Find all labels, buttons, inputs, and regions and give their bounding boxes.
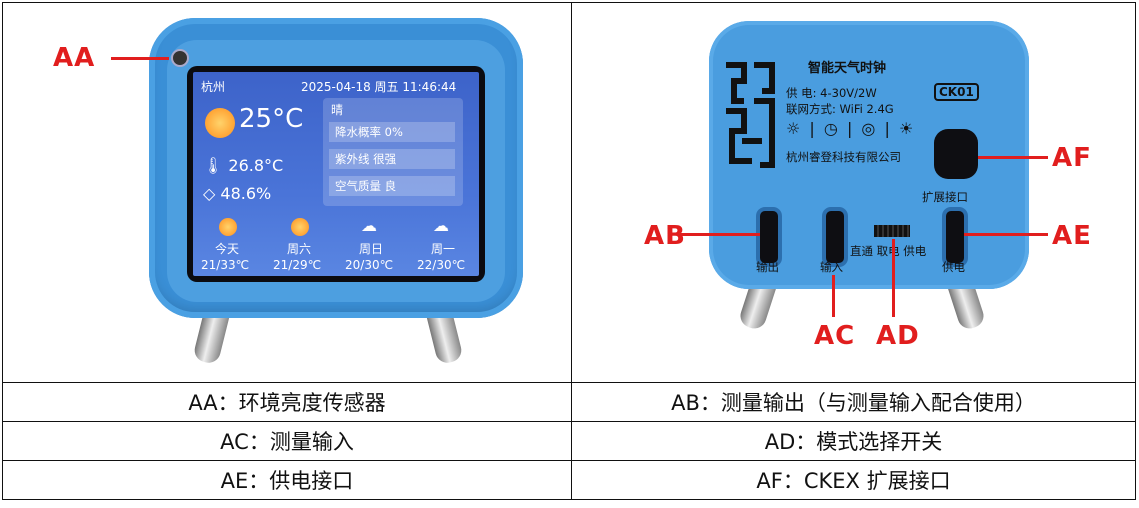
thermometer-icon: 🌡︎ — [203, 156, 224, 175]
callout-ad: AD — [876, 321, 920, 351]
company-name: 杭州睿登科技有限公司 — [786, 150, 901, 164]
caption-af: AF：CKEX 扩展接口 — [571, 460, 1136, 500]
expansion-port — [934, 129, 978, 179]
brand-logo-icon — [726, 62, 775, 168]
switch-labels: 直通 取电 供电 — [850, 244, 927, 258]
input-label: 输入 — [820, 260, 843, 274]
forecast-range: 22/30℃ — [417, 258, 466, 272]
forecast-day: 周日 — [359, 242, 384, 256]
forecast-day: 周一 — [431, 242, 456, 256]
rain-cloud-icon: ☁ — [433, 216, 449, 235]
forecast-range: 21/33℃ — [201, 258, 250, 272]
expansion-label: 扩展接口 — [922, 190, 968, 204]
model-badge: CK01 — [934, 83, 979, 101]
weather-info-box: 晴 降水概率 0% 紫外线 很强 空气质量 良 — [323, 98, 463, 206]
callout-ac: AC — [814, 321, 856, 351]
aqi-item: 空气质量 良 — [329, 176, 455, 196]
front-view: 杭州 2025-04-18 周五 11:46:44 25°C 🌡︎ 26.8°C… — [3, 3, 571, 382]
network-spec: 联网方式: WiFi 2.4G — [786, 102, 894, 116]
output-port — [756, 207, 782, 267]
callout-ab: AB — [644, 221, 686, 251]
sun-icon — [205, 108, 235, 138]
back-panel-cell: 智能天气时钟 供 电: 4-30V/2W 联网方式: WiFi 2.4G CK0… — [571, 2, 1136, 383]
power-spec: 供 电: 4-30V/2W — [786, 86, 877, 100]
lcd-display: 杭州 2025-04-18 周五 11:46:44 25°C 🌡︎ 26.8°C… — [193, 72, 479, 276]
sun-icon — [219, 218, 237, 236]
mode-switch — [874, 225, 910, 237]
figure-table: 杭州 2025-04-18 周五 11:46:44 25°C 🌡︎ 26.8°C… — [2, 2, 1136, 500]
callout-ab-line — [680, 233, 760, 236]
clock-screen: 杭州 2025-04-18 周五 11:46:44 25°C 🌡︎ 26.8°C… — [187, 66, 485, 282]
callout-ae: AE — [1052, 221, 1092, 251]
weather-label: 晴 — [331, 103, 344, 117]
callout-af: AF — [1052, 143, 1092, 173]
callout-aa-line — [111, 57, 169, 60]
humidity: 48.6% — [220, 184, 272, 203]
caption-ad: AD：模式选择开关 — [571, 421, 1136, 461]
forecast-day: 今天 — [215, 242, 240, 256]
callout-ac-line — [832, 275, 835, 317]
caption-aa: AA：环境亮度传感器 — [2, 382, 572, 422]
feature-icons: ☼ | ◷ | ◎ | ☀ — [786, 119, 916, 138]
output-label: 输出 — [756, 260, 779, 274]
callout-aa: AA — [53, 43, 96, 73]
input-port — [822, 207, 848, 267]
caption-ab: AB：测量输出（与测量输入配合使用） — [571, 382, 1136, 422]
front-panel-cell: 杭州 2025-04-18 周五 11:46:44 25°C 🌡︎ 26.8°C… — [2, 2, 572, 383]
callout-af-line — [978, 156, 1048, 159]
sun-icon — [291, 218, 309, 236]
uv-item: 紫外线 很强 — [329, 149, 455, 169]
city-label: 杭州 — [201, 80, 226, 94]
callout-ad-line — [892, 239, 895, 317]
indoor-temp: 26.8°C — [228, 156, 284, 175]
power-label: 供电 — [942, 260, 965, 274]
current-temp: 25°C — [239, 104, 304, 134]
power-port — [942, 207, 968, 267]
back-view: 智能天气时钟 供 电: 4-30V/2W 联网方式: WiFi 2.4G CK0… — [4, 3, 1091, 382]
forecast-range: 21/29℃ — [273, 258, 322, 272]
precip-item: 降水概率 0% — [329, 122, 455, 142]
callout-ae-line — [964, 233, 1048, 236]
forecast-day: 周六 — [287, 242, 312, 256]
forecast-range: 20/30℃ — [345, 258, 394, 272]
caption-ac: AC：测量输入 — [2, 421, 572, 461]
rain-cloud-icon: ☁ — [361, 216, 377, 235]
caption-ae: AE：供电接口 — [2, 460, 572, 500]
product-title: 智能天气时钟 — [808, 61, 887, 76]
datetime-label: 2025-04-18 周五 11:46:44 — [301, 80, 457, 94]
light-sensor-icon — [171, 49, 189, 67]
droplet-icon: ◇ — [203, 184, 216, 203]
